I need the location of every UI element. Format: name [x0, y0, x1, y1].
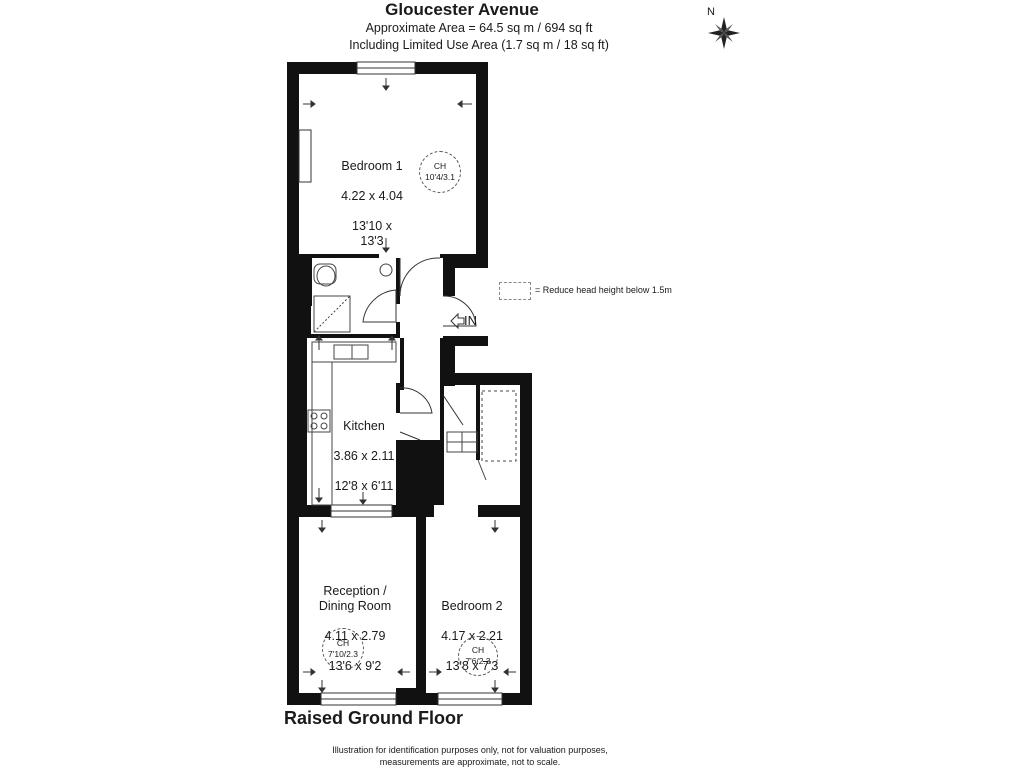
bathroom-fittings	[313, 263, 393, 333]
area-summary: Approximate Area = 64.5 sq m / 694 sq ft	[365, 21, 593, 35]
kitchen-label: Kitchen 3.86 x 2.11 12'8 x 6'11	[330, 404, 398, 509]
limited-height-legend-text: = Reduce head height below 1.5m	[535, 285, 672, 295]
disclaimer-line1: Illustration for identification purposes…	[332, 745, 608, 755]
kitchen-fittings	[307, 341, 397, 506]
bedroom1-metric: 4.22 x 4.04	[341, 189, 403, 203]
kitchen-imperial: 12'8 x 6'11	[334, 479, 394, 493]
windows	[298, 61, 503, 706]
kitchen-name: Kitchen	[343, 419, 385, 433]
bedroom2-name: Bedroom 2	[441, 599, 503, 613]
disclaimer: Illustration for identification purposes…	[300, 744, 640, 768]
reception-ceiling-height: CH 7'10/2.3	[322, 628, 364, 670]
reception-name: Reception / Dining Room	[318, 584, 392, 613]
bedroom1-label: Bedroom 1 4.22 x 4.04 13'10 x 13'3	[340, 144, 404, 264]
kitchen-metric: 3.86 x 2.11	[333, 449, 395, 463]
dimension-arrows	[303, 78, 516, 693]
limited-use-summary: Including Limited Use Area (1.7 sq m / 1…	[349, 38, 609, 52]
compass-north-label: N	[707, 6, 715, 18]
limited-height-legend-swatch	[499, 282, 531, 300]
bedroom1-name: Bedroom 1	[341, 159, 403, 173]
entrance-label: IN	[464, 313, 477, 328]
plan-title: Gloucester Avenue	[385, 0, 539, 19]
walls	[287, 62, 532, 705]
bedroom1-ceiling-height: CH 10'4/3.1	[419, 151, 461, 193]
stairs	[446, 390, 517, 481]
disclaimer-line2: measurements are approximate, not to sca…	[379, 757, 561, 767]
floor-name: Raised Ground Floor	[284, 708, 464, 728]
entrance-arrow-icon	[450, 312, 465, 330]
bedroom1-imperial: 13'10 x 13'3	[352, 219, 392, 248]
reception-label: Reception / Dining Room 4.11 x 2.79 13'6…	[318, 569, 392, 689]
compass-icon	[708, 17, 740, 49]
bedroom2-ceiling-height: CH 7'6/2.3	[458, 636, 498, 676]
door-swings	[362, 257, 477, 441]
